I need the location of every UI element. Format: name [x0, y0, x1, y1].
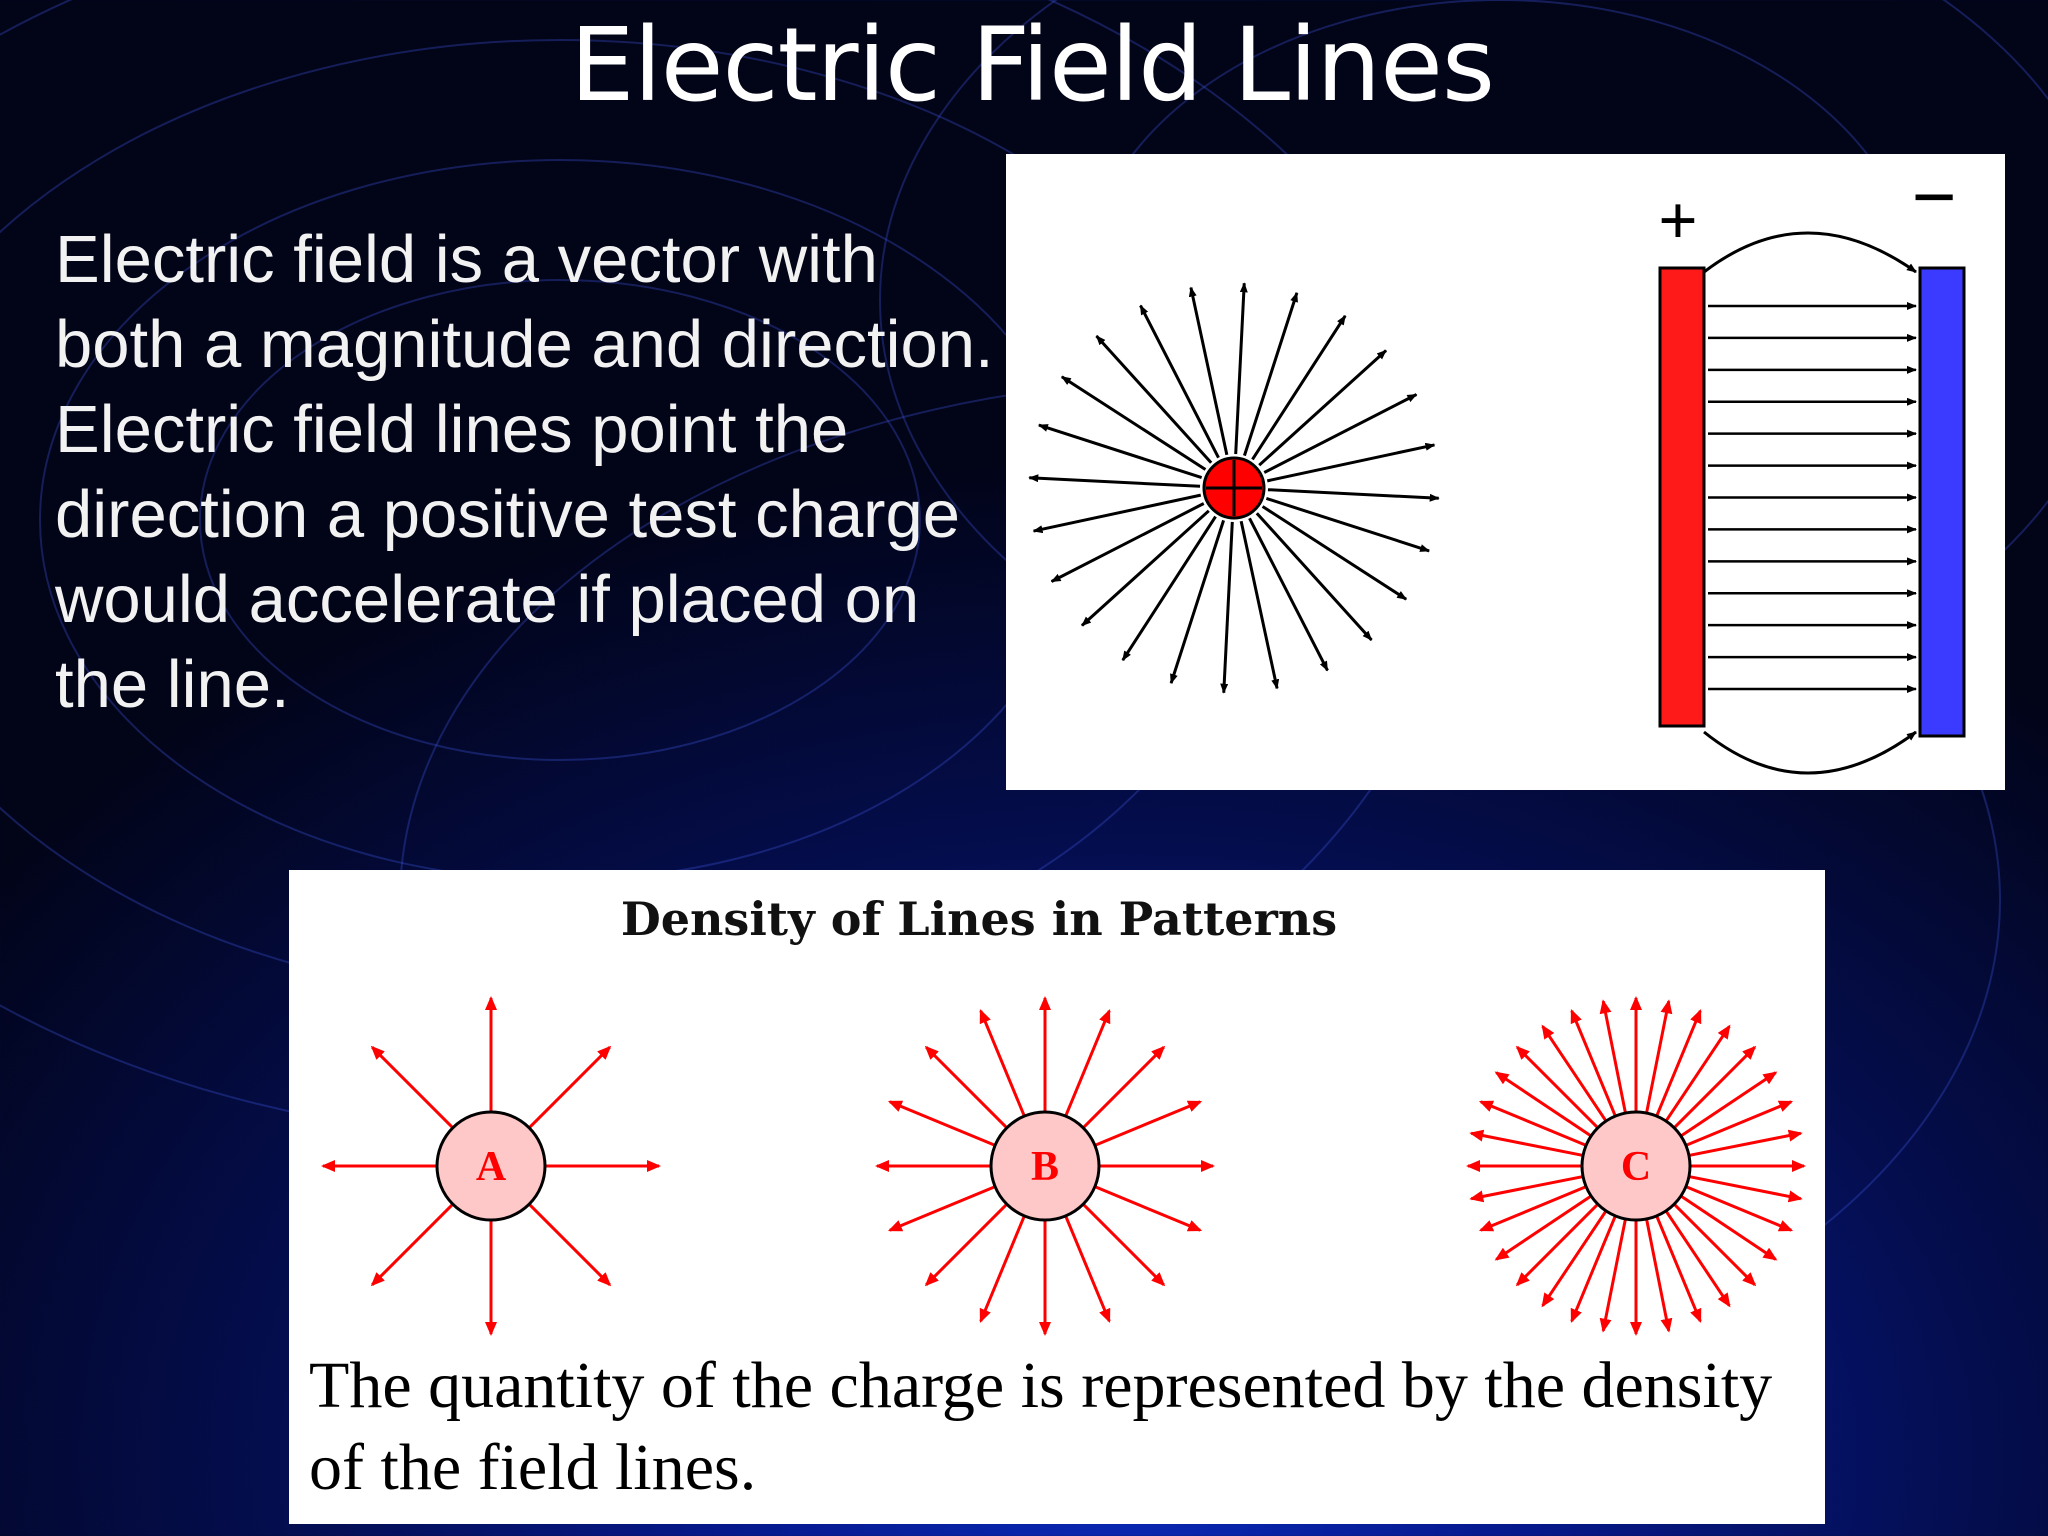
radial-field-line [1263, 393, 1418, 474]
negative-plate [1918, 266, 1966, 738]
density-diagram-title: Density of Lines in Patterns [620, 892, 1338, 946]
field-line-C [1680, 1194, 1778, 1261]
negative-plate-sign: − [1911, 154, 1957, 242]
density-diagram-panel: Density of Lines in Patterns A B C The q… [289, 870, 1825, 1524]
charge-A-diagram: A [321, 996, 661, 1336]
field-line-A [370, 1045, 454, 1129]
radial-field-line [1255, 512, 1373, 642]
fringe-field-line-bottom [1703, 730, 1917, 775]
field-line-C [1570, 1008, 1617, 1117]
field-line-A [370, 1203, 454, 1287]
radial-field-line [1037, 423, 1203, 479]
point-charge-field-lines [1028, 282, 1440, 694]
field-line-C [1655, 1215, 1702, 1324]
radial-field-line [1234, 282, 1248, 455]
field-line-B [1082, 1045, 1166, 1129]
field-line-C [1494, 1071, 1592, 1138]
radial-field-line [1121, 515, 1217, 662]
charge-B-label: B [1031, 1144, 1059, 1190]
field-line-C [1599, 1218, 1627, 1333]
radial-field-line [1139, 304, 1220, 459]
field-lines-diagram: + − [1028, 154, 1966, 775]
radial-field-line [1028, 474, 1201, 488]
fringe-field-line-top [1703, 231, 1917, 274]
field-line-B [887, 1100, 996, 1147]
field-line-B [887, 1185, 996, 1232]
field-line-C [1685, 1100, 1794, 1147]
charge-C-label: C [1621, 1144, 1651, 1190]
density-caption: The quantity of the charge is represente… [309, 1349, 1773, 1504]
field-line-C [1494, 1194, 1592, 1261]
field-line-B [979, 1215, 1026, 1324]
charge-C-circle [1580, 1110, 1692, 1222]
positive-plate [1658, 266, 1706, 728]
charge-A-circle [435, 1110, 547, 1222]
radial-field-line [1188, 286, 1229, 456]
field-line-C [1673, 1045, 1757, 1129]
radial-field-line [1248, 517, 1329, 672]
field-line-C [1688, 1129, 1803, 1157]
field-line-C [1599, 999, 1627, 1114]
radial-field-line [1032, 493, 1202, 534]
radial-field-line [1258, 349, 1388, 467]
radial-field-line [1169, 519, 1225, 685]
radial-field-line [1095, 334, 1213, 464]
field-line-C [1478, 1100, 1587, 1147]
charge-A-label: A [476, 1144, 507, 1190]
field-line-B [1064, 1008, 1111, 1117]
field-line-A [528, 1045, 612, 1129]
charge-B-circle [989, 1110, 1101, 1222]
field-line-C [1655, 1008, 1702, 1117]
radial-field-line [1050, 502, 1205, 583]
field-line-C [1469, 1175, 1584, 1203]
radial-field-line [1266, 442, 1436, 483]
radial-field-line [1251, 314, 1347, 461]
radial-field-line [1261, 505, 1408, 601]
charge-B-diagram: B [875, 996, 1215, 1336]
field-line-B [1094, 1185, 1203, 1232]
radial-field-line [1060, 375, 1207, 471]
field-line-C [1469, 1129, 1584, 1157]
field-line-C [1478, 1185, 1587, 1232]
field-line-C [1645, 999, 1673, 1114]
field-line-C [1515, 1203, 1599, 1287]
field-line-B [1094, 1100, 1203, 1147]
field-line-B [1082, 1203, 1166, 1287]
charge-C-diagram: C [1466, 996, 1806, 1336]
field-line-B [924, 1203, 1008, 1287]
field-line-C [1688, 1175, 1803, 1203]
field-line-C [1570, 1215, 1617, 1324]
parallel-plate-field-lines [1708, 302, 1917, 693]
field-line-C [1664, 1210, 1731, 1308]
body-paragraph: Electric field is a vector with both a m… [55, 222, 994, 722]
field-line-B [924, 1045, 1008, 1129]
field-line-A [528, 1203, 612, 1287]
field-line-C [1685, 1185, 1794, 1232]
field-line-B [979, 1008, 1026, 1117]
field-line-C [1515, 1045, 1599, 1129]
radial-field-line [1239, 520, 1280, 690]
slide-title: Electric Field Lines [570, 6, 1495, 125]
field-lines-diagram-panel: + − [1006, 154, 2005, 790]
field-line-B [1064, 1215, 1111, 1324]
radial-field-line [1220, 521, 1234, 694]
field-line-C [1664, 1024, 1731, 1122]
positive-plate-sign: + [1658, 183, 1698, 260]
radial-field-line [1243, 291, 1299, 457]
radial-field-line [1267, 488, 1440, 502]
field-line-C [1645, 1218, 1673, 1333]
field-line-C [1541, 1210, 1608, 1308]
field-line-C [1541, 1024, 1608, 1122]
density-diagram: A B C [321, 996, 1806, 1336]
field-line-C [1680, 1071, 1778, 1138]
radial-field-line [1080, 509, 1210, 627]
radial-field-line [1265, 497, 1431, 553]
field-line-C [1673, 1203, 1757, 1287]
